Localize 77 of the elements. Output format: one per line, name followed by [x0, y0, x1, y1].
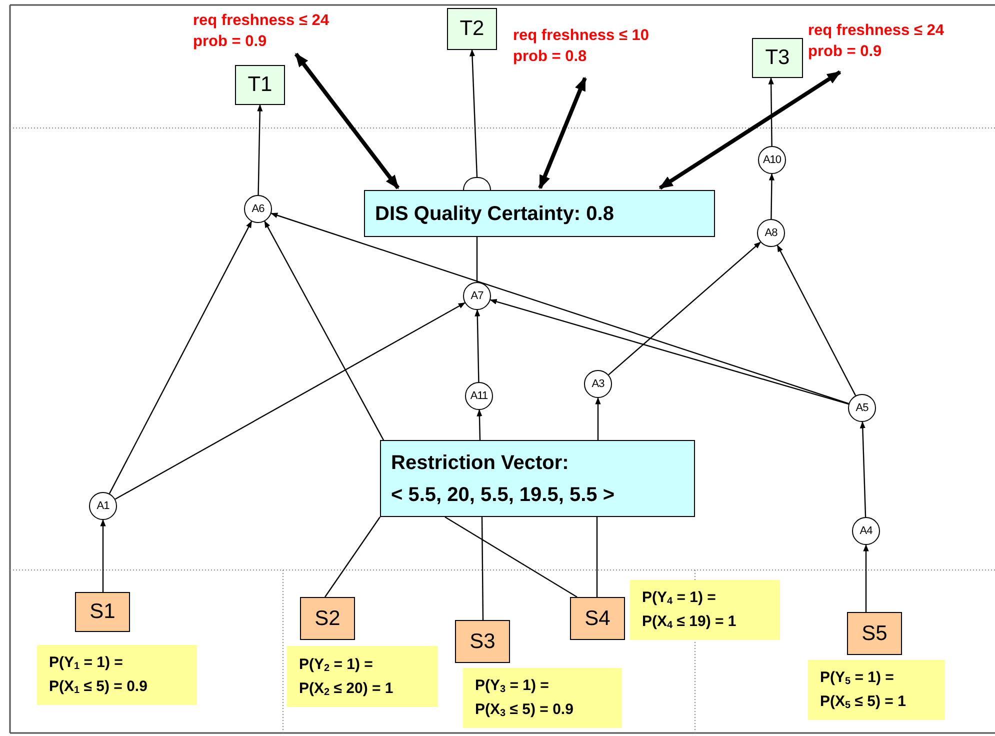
probability-box: [287, 646, 438, 707]
node-label: S3: [470, 630, 496, 654]
source-box: [455, 620, 510, 663]
node-label: S5: [862, 622, 888, 646]
connector-line: [324, 516, 380, 598]
node-label: T1: [248, 73, 272, 97]
source-box: [847, 612, 902, 655]
certainty-text: DIS Quality Certainty: 0.8: [375, 202, 615, 226]
arrow: [476, 409, 482, 440]
agent-circle: [757, 219, 785, 247]
connector-line: [444, 516, 578, 598]
agent-circle: [89, 492, 117, 520]
target-box: [447, 8, 497, 50]
arrow: [490, 298, 849, 405]
source-box: [300, 597, 355, 640]
box-title: Restriction Vector:: [391, 450, 570, 476]
arrow: [270, 212, 849, 404]
vector-text: < 5.5, 20, 5.5, 19.5, 5.5 >: [391, 482, 616, 508]
node-label: A4: [860, 525, 872, 537]
connector-line: [596, 517, 598, 597]
arrow: [100, 519, 106, 592]
node-label: A10: [762, 154, 782, 166]
double-arrow: [538, 76, 587, 190]
agent-circle: [463, 282, 491, 310]
arrow: [264, 220, 385, 442]
probability-box: [630, 580, 780, 640]
arrow: [860, 421, 866, 518]
arrow: [469, 49, 478, 178]
connector-line: [481, 517, 484, 620]
probability-box: [37, 645, 197, 705]
node-label: S4: [584, 606, 610, 630]
agent-circle: [244, 195, 272, 223]
node-label: A3: [592, 378, 604, 390]
arrow: [863, 544, 869, 612]
probability-text: P(Y$_{1}$ = 1) = P(X$_{1}$ ≤ 5) = 0.9: [49, 653, 148, 698]
agent-circle: [852, 517, 880, 545]
info-box: [380, 440, 695, 517]
probability-box: [808, 660, 945, 720]
node-label: T3: [765, 46, 790, 70]
node-label: S2: [314, 606, 340, 630]
arrow: [595, 397, 601, 440]
double-arrow: [294, 52, 400, 190]
probability-box: [463, 668, 622, 728]
double-arrow: [658, 70, 842, 190]
requirement-label: req freshness ≤ 24 prob = 0.9: [193, 11, 330, 52]
probability-text: P(Y$_{2}$ = 1) = P(X$_{2}$ ≤ 20) = 1: [299, 654, 394, 700]
node-label: A11: [470, 390, 488, 402]
node-label: A7: [470, 290, 484, 302]
probability-text: P(Y$_{3}$ = 1) = P(X$_{3}$ ≤ 5) = 0.9: [475, 676, 574, 721]
arrow: [257, 104, 263, 196]
arrow: [608, 242, 761, 376]
node-label: T2: [460, 17, 484, 41]
node-label: S1: [90, 600, 116, 624]
source-box: [570, 597, 625, 640]
agent-circle: [848, 394, 876, 422]
arrow: [768, 173, 775, 219]
source-box: [75, 592, 130, 632]
arrow: [114, 302, 466, 500]
agent-circle: [758, 146, 786, 174]
info-box: [364, 190, 715, 237]
target-box: [752, 38, 803, 78]
arrow: [768, 77, 774, 146]
arrow: [776, 244, 856, 396]
requirement-label: req freshness ≤ 24 prob = 0.9: [808, 21, 946, 62]
agent-circle: [584, 370, 612, 398]
node-label: A8: [764, 227, 778, 239]
probability-text: P(Y$_{5}$ = 1) = P(X$_{5}$ ≤ 5) = 1: [820, 668, 907, 713]
connector-line: [476, 237, 478, 282]
node-label: A1: [96, 500, 110, 512]
arrow: [108, 220, 252, 494]
probability-text: P(Y$_{4}$ = 1) = P(X$_{4}$ ≤ 19) = 1: [642, 588, 738, 633]
arrow: [474, 309, 480, 382]
target-box: [235, 65, 285, 105]
requirement-label: req freshness ≤ 10 prob = 0.8: [513, 26, 650, 67]
node-label: A5: [856, 402, 868, 414]
node-label: A6: [252, 203, 264, 215]
agent-circle: [465, 382, 493, 410]
